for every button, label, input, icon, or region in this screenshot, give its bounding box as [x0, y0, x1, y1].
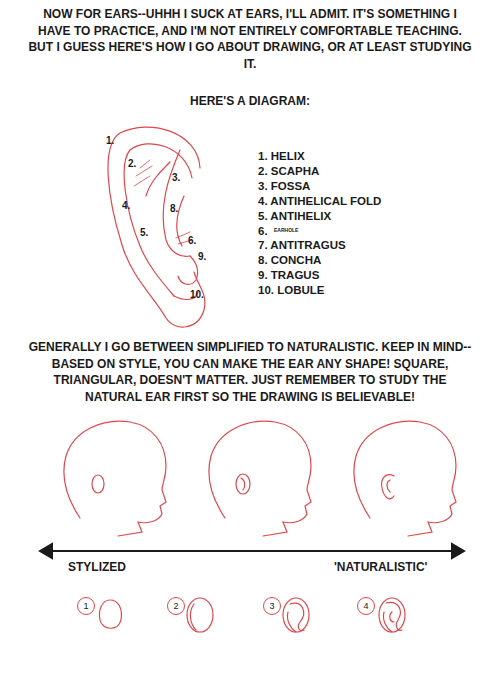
- scale-arrow: [40, 544, 464, 558]
- callout-number: 2.: [128, 156, 136, 173]
- step-number: 1: [83, 601, 88, 611]
- part-name: 9. TRAGUS: [258, 267, 319, 284]
- ear-drawing: [108, 127, 205, 327]
- part-name: 5. ANTIHELIX: [258, 208, 331, 225]
- step-number: 2: [173, 601, 178, 611]
- step-number: 4: [363, 601, 368, 611]
- scale-label: 'NATURALISTIC': [334, 559, 427, 576]
- part-name: 8. CONCHA: [258, 252, 321, 269]
- intro-paragraph: NOW FOR EARS--UHHH I SUCK AT EARS, I'LL …: [28, 6, 472, 72]
- part-name: 4. ANTIHELICAL FOLD: [258, 193, 381, 210]
- callout-number: 5.: [140, 225, 148, 242]
- part-name: 2. SCAPHA: [258, 163, 319, 180]
- callout-number: 1.: [106, 133, 114, 150]
- part-name: 1. HELIX: [258, 148, 305, 165]
- callout-number: 9.: [198, 249, 206, 266]
- step-number: 3: [269, 601, 274, 611]
- body-paragraph: GENERALLY I GO BETWEEN SIMPLIFIED TO NAT…: [28, 339, 472, 405]
- callout-number: 10.: [190, 287, 204, 304]
- step-circle: 3: [263, 597, 281, 615]
- callout-number: 4.: [122, 198, 130, 215]
- ear-steps: [99, 598, 405, 632]
- callout-number: 6.: [188, 233, 196, 250]
- part-name: 3. FOSSA: [258, 178, 310, 195]
- part-name: 7. ANTITRAGUS: [258, 237, 346, 254]
- part-name: 10. LOBULE: [258, 282, 324, 299]
- part-name: EARHOLE: [274, 226, 298, 234]
- section-heading: HERE'S A DIAGRAM:: [150, 93, 350, 110]
- part-name: 6.: [258, 223, 268, 240]
- step-circle: 2: [167, 597, 185, 615]
- step-circle: 4: [357, 597, 375, 615]
- callout-number: 3.: [172, 170, 180, 187]
- step-circle: 1: [77, 597, 95, 615]
- head-sketches: [64, 421, 456, 536]
- scale-label: STYLIZED: [68, 559, 126, 576]
- callout-number: 8.: [170, 201, 178, 218]
